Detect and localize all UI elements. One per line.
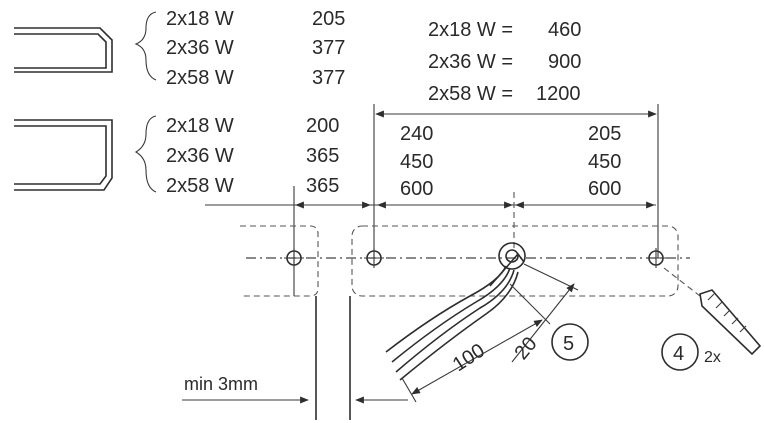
total-value-1: 460 (548, 19, 581, 41)
min-gap-label: min 3mm (184, 374, 258, 394)
profile-top-brace (134, 11, 157, 81)
step-5-callout: 5 (551, 323, 589, 361)
screw-icon (663, 267, 762, 356)
step-4-callout: 4 2x (661, 333, 721, 371)
step-4-qty: 2x (704, 349, 721, 366)
hole-center (498, 242, 526, 270)
spacing-left-3: 600 (400, 178, 433, 200)
total-value-2: 900 (548, 51, 581, 73)
profile-bottom-brace (134, 115, 157, 193)
step-4-label: 4 (673, 343, 684, 365)
profile-bottom-value-1: 200 (306, 115, 339, 137)
dimension-100-line (411, 319, 543, 395)
adjacent-rail-outline (240, 225, 319, 297)
profile-top-value-3: 377 (312, 67, 345, 89)
total-label-3: 2x58 W = (428, 83, 513, 105)
dimension-20-label: 20 (510, 333, 541, 364)
profile-bottom-value-3: 365 (306, 175, 339, 197)
step-5-label: 5 (563, 333, 574, 355)
profile-top-value-2: 377 (312, 37, 345, 59)
profile-top-value-1: 205 (312, 8, 345, 30)
total-label-1: 2x18 W = (428, 19, 513, 41)
spacing-right-2: 450 (588, 151, 621, 173)
profile-top-label-1: 2x18 W (166, 8, 234, 30)
profile-bottom-label-3: 2x58 W (166, 175, 234, 197)
total-label-2: 2x36 W = (428, 51, 513, 73)
profile-bottom-label-1: 2x18 W (166, 115, 234, 137)
hole-left (364, 248, 384, 268)
profile-bottom-label-2: 2x36 W (166, 145, 234, 167)
profile-bottom-shape (14, 119, 113, 191)
dimension-20-line (523, 263, 579, 291)
spacing-right-1: 205 (588, 123, 621, 145)
profile-top-shape (14, 27, 113, 73)
spacing-left-1: 240 (400, 123, 433, 145)
total-value-3: 1200 (536, 83, 581, 105)
profile-top-label-3: 2x58 W (166, 67, 234, 89)
profile-bottom-value-2: 365 (306, 145, 339, 167)
hole-outer (284, 248, 304, 268)
spacing-left-2: 450 (400, 151, 433, 173)
rail-outline (351, 225, 679, 297)
profile-top-label-2: 2x36 W (166, 37, 234, 59)
spacing-right-3: 600 (588, 178, 621, 200)
dimension-100-label: 100 (449, 340, 489, 377)
hole-right (646, 248, 666, 268)
